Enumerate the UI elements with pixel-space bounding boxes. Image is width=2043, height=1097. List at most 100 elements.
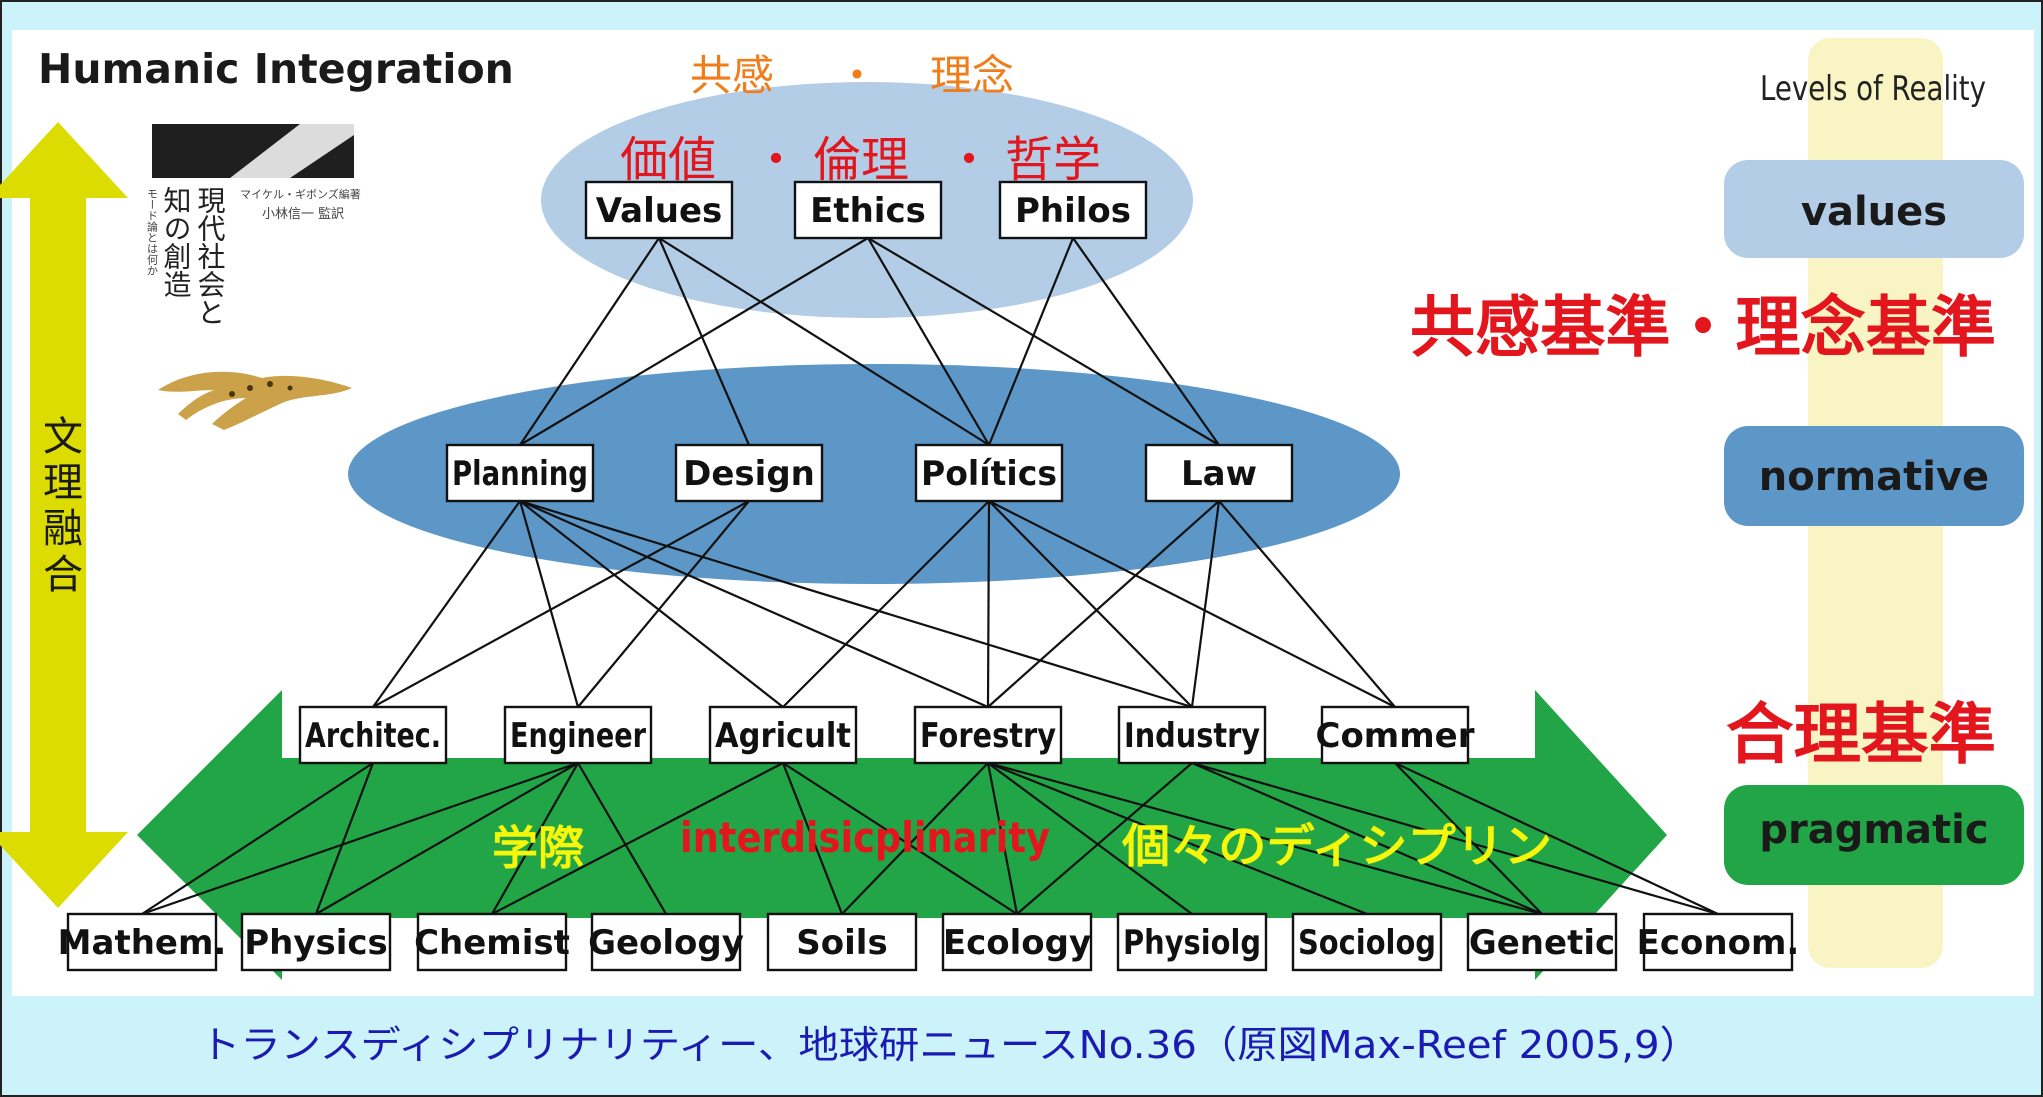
edge-industry-ecology	[1016, 762, 1193, 915]
edge-design-engineer	[577, 500, 750, 708]
header-red-philosophy: 哲学	[1005, 132, 1101, 188]
node-design: Design	[674, 443, 824, 503]
node-genetic: Genetic	[1466, 912, 1618, 972]
edge-engineer-geology	[577, 762, 667, 915]
cheetah-illustration	[158, 371, 352, 430]
band-label-interdisciplinary-jp: 学際	[492, 821, 584, 875]
header-red: 価値 ・ 倫理 ・ 哲学	[620, 132, 1101, 188]
edge-engineer-physics	[315, 762, 579, 915]
book-translator: 小林信一 監訳	[262, 206, 344, 222]
edge-engineer-mathem	[141, 761, 579, 916]
edge-poltics-forestry	[986, 500, 991, 708]
node-poltics: Polítics	[914, 443, 1064, 503]
node-label: Ecology	[943, 923, 1091, 963]
level-normative-label: normative	[1759, 454, 1989, 500]
level-normative-pill	[1724, 426, 2024, 526]
node-industry: Industry	[1117, 705, 1267, 765]
node-box	[793, 180, 943, 240]
edge-agricult-chemist	[491, 762, 784, 915]
node-planning: Planning	[445, 443, 595, 503]
node-label: Physics	[244, 923, 388, 963]
node-label: Commer	[1316, 716, 1475, 756]
node-ecology: Ecology	[941, 912, 1093, 972]
edge-layer	[141, 237, 1719, 916]
edge-agricult-soils	[781, 762, 844, 915]
node-commer: Commer	[1316, 705, 1475, 765]
node-label: Values	[596, 191, 723, 231]
node-box	[1466, 912, 1618, 972]
node-box	[66, 912, 218, 972]
band-label-individual-disciplines: 個々のディシプリン	[1121, 819, 1552, 873]
node-label: Physiolg	[1123, 923, 1261, 963]
edge-engineer-chemist	[491, 762, 579, 915]
book-authors: マイケル・ギボンズ編著	[240, 187, 361, 201]
edge-planning-architec	[372, 500, 521, 708]
edge-industry-econom	[1191, 761, 1719, 916]
node-law: Law	[1144, 443, 1294, 503]
book-title-line-1: 現代社会と	[194, 186, 227, 326]
node-ethics: Ethics	[793, 180, 943, 240]
standard-empathy: 共感基準・理念基準	[1410, 289, 1996, 366]
node-label: Design	[683, 454, 815, 494]
node-box	[1642, 912, 1794, 972]
edge-planning-agricult	[519, 500, 784, 708]
node-label: Planning	[452, 454, 588, 494]
edge-forestry-sociolog	[987, 761, 1368, 916]
node-box	[1116, 912, 1268, 972]
edge-philos-law	[1072, 237, 1220, 446]
node-box	[240, 912, 392, 972]
node-chemist: Chemist	[414, 912, 570, 972]
integration-label: 文理融合	[43, 414, 83, 598]
node-label: Engineer	[510, 716, 646, 756]
book-subtitle: モード論とは何か	[146, 188, 159, 276]
node-label: Polítics	[921, 454, 1057, 494]
edge-architec-physics	[314, 762, 375, 915]
node-box	[445, 443, 595, 503]
node-label: Sociolog	[1298, 923, 1436, 963]
node-label: Geology	[588, 923, 744, 963]
edge-commer-econom	[1394, 762, 1719, 915]
edge-architec-mathem	[141, 762, 374, 915]
book-cover-light	[230, 124, 354, 178]
level-values-label: values	[1801, 189, 1947, 235]
header-red-ethics: 倫理	[813, 132, 909, 188]
node-box	[1144, 443, 1294, 503]
header-red-dot-1: ・	[752, 132, 800, 188]
book-cover-body	[152, 178, 354, 328]
edge-forestry-physiolg	[987, 762, 1193, 915]
node-box	[766, 912, 918, 972]
node-sociolog: Sociolog	[1291, 912, 1443, 972]
book-cover: 現代社会と 知の創造 モード論とは何か マイケル・ギボンズ編著 小林信一 監訳	[146, 124, 361, 430]
edge-values-poltics	[658, 237, 990, 446]
edge-poltics-industry	[988, 500, 1193, 708]
node-label: Mathem.	[58, 923, 227, 963]
integration-arrow	[0, 122, 128, 908]
cheetah-spot	[229, 391, 235, 397]
node-engineer: Engineer	[503, 705, 653, 765]
header-red-value: 価値	[620, 132, 716, 188]
node-box	[1291, 912, 1443, 972]
cheetah-spot	[267, 381, 273, 387]
edge-ethics-law	[867, 237, 1220, 446]
node-label: Law	[1181, 454, 1257, 494]
node-box	[1320, 705, 1470, 765]
node-label: Forestry	[920, 716, 1056, 756]
edge-values-design	[657, 237, 751, 446]
band-label-interdisciplinarity: interdisicplinarity	[680, 813, 1050, 862]
level-pragmatic-label: pragmatic	[1759, 807, 1988, 853]
book-title-line-2: 知の創造	[160, 186, 193, 298]
edge-values-planning	[519, 237, 660, 446]
edge-law-forestry	[987, 500, 1220, 708]
node-physiolg: Physiolg	[1116, 912, 1268, 972]
node-forestry: Forestry	[913, 705, 1063, 765]
header-orange-dot: ・	[836, 51, 878, 100]
edge-ethics-poltics	[867, 237, 990, 446]
edge-law-commer	[1218, 500, 1396, 708]
edge-agricult-ecology	[782, 762, 1018, 915]
integration-label-text: 文理融合	[43, 414, 83, 598]
node-box	[674, 443, 824, 503]
node-box	[708, 705, 858, 765]
